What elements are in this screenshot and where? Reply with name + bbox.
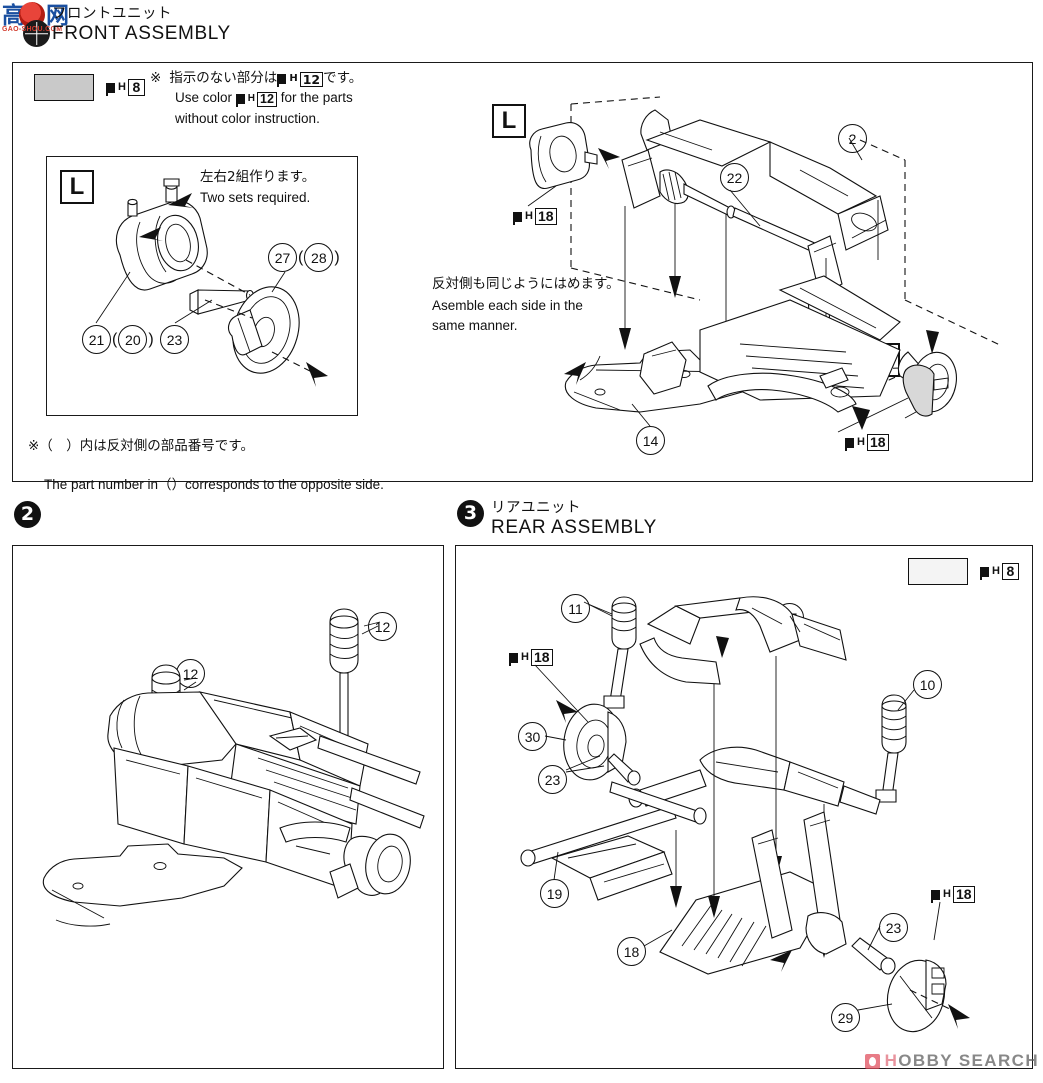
watermark-kanji-2: 网 xyxy=(46,3,69,29)
step-1-footnote-jp: ※（ ）内は反対側の部品番号です。 xyxy=(28,438,254,454)
assemble-note-en-1: Asemble each side in the xyxy=(432,298,583,313)
paint-flag-icon xyxy=(235,94,245,108)
assemble-note-jp: 反対側も同じようにはめます。 xyxy=(432,276,620,292)
callout-12-b: 12 xyxy=(368,612,397,641)
callout-number: 21 xyxy=(82,325,111,354)
callout-12-a: 12 xyxy=(176,659,205,688)
step-2-header: 2 xyxy=(14,501,48,528)
watermark-crosshair-icon xyxy=(23,20,50,47)
paint-flag-icon xyxy=(845,437,854,451)
assemble-note-en-2: same manner. xyxy=(432,318,518,333)
callout-21-20: 21 ( 20 ) xyxy=(82,325,155,354)
paint-flag-icon xyxy=(277,74,287,87)
step-3-badge: 3 xyxy=(457,500,484,527)
callout-29: 29 xyxy=(831,1003,860,1032)
callout-23: 23 xyxy=(160,325,189,354)
step-2-badge: 2 xyxy=(14,501,41,528)
note-en-line1-pre: Use color xyxy=(175,90,233,106)
callout-17: 17 xyxy=(775,603,804,632)
step-1-title-jp: フロントユニット xyxy=(52,6,172,22)
step-1-footnote-en: The part number in（）corresponds to the o… xyxy=(44,477,384,493)
callout-27-28: 27 ( 28 ) xyxy=(268,243,341,272)
step-3-title-en: REAR ASSEMBLY xyxy=(491,517,657,539)
callout-30: 30 xyxy=(518,722,547,751)
callout-18: 18 xyxy=(617,937,646,966)
callout-number-alt: 28 xyxy=(304,243,334,272)
callout-2: 2 xyxy=(838,124,867,153)
paint-flag-icon xyxy=(931,889,940,903)
note-en-line1-post: for the parts xyxy=(280,90,353,106)
callout-11: 11 xyxy=(561,594,590,623)
callout-23-a: 23 xyxy=(538,765,567,794)
step-1-header: フロントユニット FRONT ASSEMBLY xyxy=(52,6,231,44)
hobby-search-logo-icon xyxy=(864,1053,880,1069)
callout-number: 27 xyxy=(268,243,297,272)
paint-flag-icon xyxy=(106,82,115,96)
step-3-header: 3 リアユニット REAR ASSEMBLY xyxy=(457,500,657,538)
side-badge-left-main: L xyxy=(492,104,526,138)
paint-flag-icon xyxy=(509,652,518,666)
watermark-hobby-search: HOBBY SEARCH xyxy=(864,1051,1039,1071)
callout-23-b: 23 xyxy=(879,913,908,942)
side-badge-right-main: R xyxy=(866,343,900,377)
color-swatch xyxy=(34,74,94,101)
step-3-title-jp: リアユニット xyxy=(491,500,581,516)
note-en-line2: without color instruction. xyxy=(175,110,320,126)
side-badge-left-inset: L xyxy=(60,170,94,204)
step-3-panel xyxy=(455,545,1033,1069)
color-swatch xyxy=(908,558,968,585)
callout-19: 19 xyxy=(540,879,569,908)
paint-flag-icon xyxy=(980,566,989,580)
watermark-gaoshou: 高 网 GAO-SHOU.COM xyxy=(2,2,80,48)
inset-note-jp: 左右2組作ります。 xyxy=(200,169,316,185)
callout-number-alt: 20 xyxy=(118,325,148,354)
callout-10: 10 xyxy=(913,670,942,699)
callout-22: 22 xyxy=(720,163,749,192)
watermark-url: GAO-SHOU.COM xyxy=(2,26,63,33)
note-marker: ※ xyxy=(150,70,162,86)
watermark-bottom-text: HOBBY SEARCH xyxy=(884,1051,1039,1070)
callout-14: 14 xyxy=(636,426,665,455)
inset-note-en: Two sets required. xyxy=(200,190,311,205)
paint-flag-icon xyxy=(513,211,522,225)
step-1-title-en: FRONT ASSEMBLY xyxy=(52,23,231,45)
